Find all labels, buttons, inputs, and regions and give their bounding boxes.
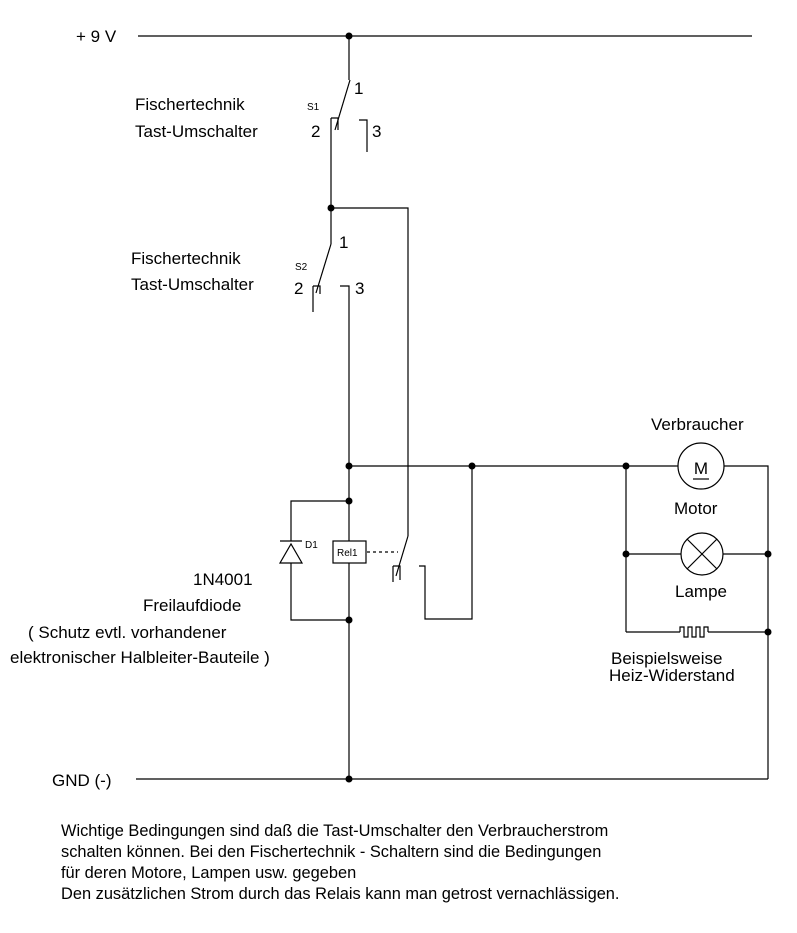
lamp-label: Lampe — [675, 582, 727, 601]
relay-coil — [332, 540, 367, 564]
footer-line3: für deren Motore, Lampen usw. gegeben — [61, 864, 356, 882]
relay-ref: Rel1 — [337, 548, 358, 559]
diode-ref: D1 — [305, 540, 318, 551]
switch-s2: Fischertechnik Tast-Umschalter S2 1 2 3 — [131, 208, 364, 466]
s2-pin-common: 1 — [339, 233, 348, 252]
junction-dots — [327, 32, 772, 783]
supply-label: + 9 V — [76, 27, 117, 46]
s2-title-line1: Fischertechnik — [131, 249, 241, 268]
s1-pin-nc: 2 — [311, 122, 320, 141]
s1-pin-no: 3 — [372, 122, 381, 141]
diode-note-line2: elektronischer Halbleiter-Bauteile ) — [10, 648, 270, 667]
motor-symbol: M — [694, 459, 708, 478]
s2-pin-no: 3 — [355, 279, 364, 298]
switch-s1: Fischertechnik Tast-Umschalter S1 1 2 3 — [135, 36, 381, 208]
lamp — [625, 466, 768, 632]
s2-pin-nc: 2 — [294, 279, 303, 298]
s1-title-line1: Fischertechnik — [135, 95, 245, 114]
resistor-label-line1: Beispielsweise — [611, 649, 723, 668]
heater-resistor — [626, 626, 768, 638]
motor-label: Motor — [674, 499, 718, 518]
loads-title: Verbraucher — [651, 415, 744, 434]
footer-line4: Den zusätzlichen Strom durch das Relais … — [61, 885, 619, 903]
diode-d1: D1 — [278, 500, 349, 621]
relay-contact — [367, 466, 473, 620]
motor: M — [676, 442, 769, 779]
s1-pin-common: 1 — [354, 79, 363, 98]
resistor-label-line2: Heiz-Widerstand — [609, 666, 735, 685]
s1-title-line2: Tast-Umschalter — [135, 122, 258, 141]
diode-note-line1: ( Schutz evtl. vorhandener — [28, 623, 227, 642]
diode-type: Freilaufdiode — [143, 596, 241, 615]
diode-part: 1N4001 — [193, 570, 253, 589]
footer-line2: schalten können. Bei den Fischertechnik … — [61, 843, 601, 861]
s1-ref: S1 — [307, 102, 320, 113]
s2-title-line2: Tast-Umschalter — [131, 275, 254, 294]
relay-feed-wire — [331, 207, 409, 536]
s2-ref: S2 — [295, 262, 308, 273]
ground-label: GND (-) — [52, 771, 111, 790]
footer-line1: Wichtige Bedingungen sind daß die Tast-U… — [61, 822, 608, 840]
